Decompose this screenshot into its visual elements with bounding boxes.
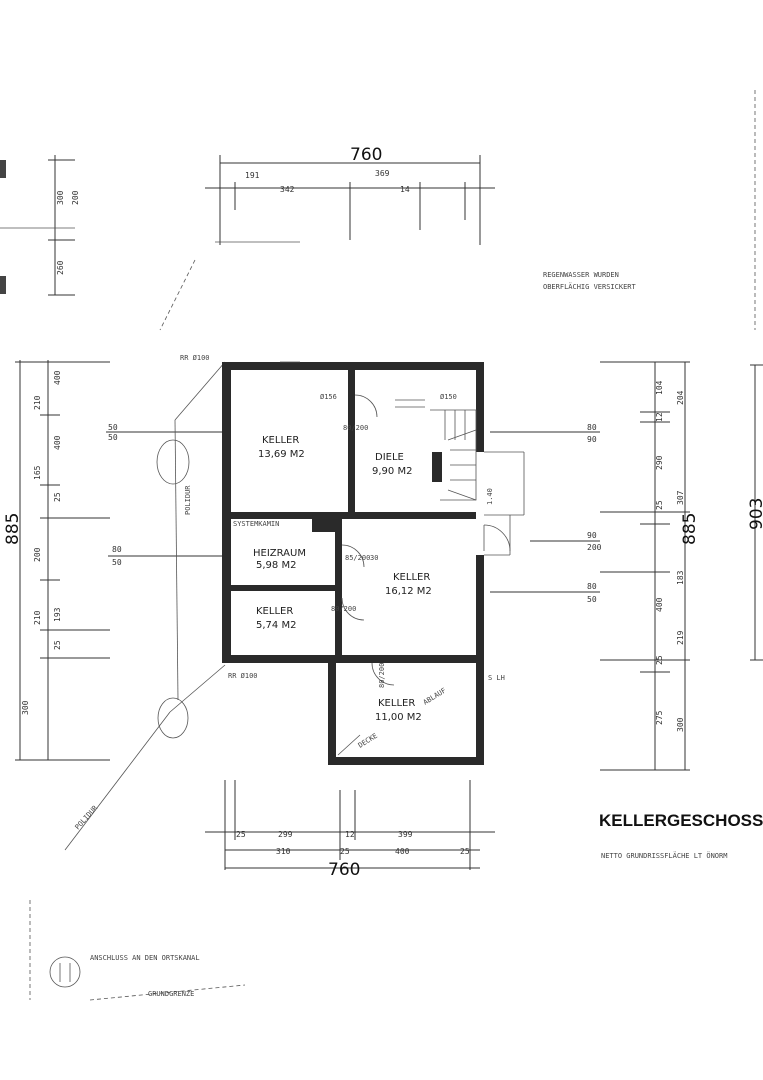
dim-right-5: 25 <box>655 500 664 510</box>
dim-tl-3: 260 <box>56 260 65 275</box>
right-dimensions: 885 104 204 12 290 25 307 183 400 219 25… <box>490 361 763 771</box>
dim-left-7: 193 <box>53 607 62 622</box>
dim-bottom-b4: 25 <box>460 847 470 856</box>
dim-right-far-total: 903 <box>747 498 763 530</box>
dim-win-left-b: 50 <box>108 433 118 442</box>
dim-win-r-a: 80 <box>587 423 597 432</box>
note-connection: ANSCHLUSS AN DEN ORTSKANAL <box>90 954 200 962</box>
dim-win-r-a2: 90 <box>587 435 597 444</box>
plan-subtitle: NETTO GRUNDRISSFLÄCHE LT ÖNORM <box>601 851 727 860</box>
dim-right-4: 290 <box>655 455 664 470</box>
plan-title: KELLERGESCHOSS <box>599 811 763 830</box>
dim-left-8: 25 <box>53 640 62 650</box>
stair: 1.40 <box>430 409 494 505</box>
dim-tl-2: 200 <box>71 190 80 205</box>
dim-right-12: 300 <box>676 717 685 732</box>
dim-left-2: 400 <box>53 435 62 450</box>
label-polidur-2: POLIDUR <box>74 803 100 831</box>
dim-win-r-c2: 50 <box>587 595 597 604</box>
dim-bottom-a1: 25 <box>236 830 246 839</box>
room-2-name: DIELE <box>375 452 404 463</box>
dim-right-6: 307 <box>676 490 685 505</box>
dim-left-5: 200 <box>33 547 42 562</box>
room-3-area: 5,98 M2 <box>256 560 296 571</box>
note-rain-1: REGENWASSER WURDEN <box>543 271 619 279</box>
label-rr-top: RR Ø100 <box>180 354 210 362</box>
dim-bottom-a4: 399 <box>398 830 413 839</box>
label-stair: 1.40 <box>486 488 494 505</box>
label-s-lh: S LH <box>488 674 505 682</box>
frame-mark <box>0 276 6 294</box>
label-door-c: 80/200 <box>378 663 386 688</box>
room-labels: KELLER 13,69 M2 DIELE 9,90 M2 HEIZRAUM 5… <box>253 435 432 723</box>
room-6-area: 11,00 M2 <box>375 712 422 723</box>
room-2-area: 9,90 M2 <box>372 466 412 477</box>
dim-left-9: 300 <box>21 700 30 715</box>
dim-top-sub-4: 14 <box>400 185 410 194</box>
label-rr-bottom: RR Ø100 <box>228 672 258 680</box>
top-dimensions: 760 191 342 369 14 <box>205 145 495 245</box>
label-door-85: 85/200 <box>345 554 370 562</box>
dim-left-3: 165 <box>33 465 42 480</box>
room-4-name: KELLER <box>393 572 430 583</box>
label-window-150: Ø150 <box>440 393 457 401</box>
room-1-area: 13,69 M2 <box>258 449 305 460</box>
label-sill-30: 30 <box>370 554 378 562</box>
dim-left-2b: 400 <box>53 370 62 385</box>
dim-right-10: 25 <box>655 655 664 665</box>
room-1-name: KELLER <box>262 435 299 446</box>
dim-right-total: 885 <box>680 513 700 545</box>
left-dimensions: 885 210 400 400 165 25 200 210 193 25 30… <box>3 360 225 761</box>
dim-right-3: 12 <box>655 412 664 422</box>
dim-left-6: 210 <box>33 610 42 625</box>
dim-bottom-b2: 25 <box>340 847 350 856</box>
dim-left-4: 25 <box>53 492 62 502</box>
dim-bottom-a2: 299 <box>278 830 293 839</box>
dim-tl-1: 300 <box>56 190 65 205</box>
dim-right-1: 104 <box>655 380 664 395</box>
dim-win-r-c: 80 <box>587 582 597 591</box>
window-marks: Ø156 Ø150 <box>280 361 457 408</box>
dim-top-sub-3: 369 <box>375 169 390 178</box>
label-polidur-1: POLIDUR <box>184 485 192 515</box>
dim-right-8: 400 <box>655 597 664 612</box>
dim-bottom-total: 760 <box>328 860 360 880</box>
label-systemkamin: SYSTEMKAMIN <box>233 520 279 528</box>
label-door-b: 80/200 <box>331 605 356 613</box>
room-5-area: 5,74 M2 <box>256 620 296 631</box>
dim-win-left-a: 50 <box>108 423 118 432</box>
dim-bottom-b1: 310 <box>276 847 291 856</box>
dim-bottom-b3: 400 <box>395 847 410 856</box>
dim-right-2: 204 <box>676 390 685 405</box>
dim-left-total: 885 <box>3 513 23 545</box>
dim-right-11: 275 <box>655 710 664 725</box>
room-5-name: KELLER <box>256 606 293 617</box>
label-decke: DECKE <box>357 732 379 750</box>
dim-right-7: 183 <box>676 570 685 585</box>
dim-right-9: 219 <box>676 630 685 645</box>
walls <box>222 362 525 765</box>
label-ablauf: ABLAUF <box>422 687 448 707</box>
dim-top-sub-2: 342 <box>280 185 295 194</box>
label-window-156: Ø156 <box>320 393 337 401</box>
dim-win-r-b2: 200 <box>587 543 602 552</box>
note-boundary: GRUNDGRENZE <box>148 990 194 998</box>
dim-win-left-d: 50 <box>112 558 122 567</box>
frame-mark <box>0 160 6 178</box>
dim-bottom-a3: 12 <box>345 830 355 839</box>
dim-top-sub-1: 191 <box>245 171 260 180</box>
dim-left-1: 210 <box>33 395 42 410</box>
top-left-dimensions: 300 200 260 <box>0 155 80 296</box>
dim-win-left-c: 80 <box>112 545 122 554</box>
dim-top-total: 760 <box>350 145 382 165</box>
label-door-a: 80/200 <box>343 424 368 432</box>
bottom-dimensions: 25 299 12 399 310 25 400 25 760 <box>205 780 495 880</box>
dim-win-r-b: 90 <box>587 531 597 540</box>
doors <box>337 394 511 756</box>
room-3-name: HEIZRAUM <box>253 548 306 559</box>
room-6-name: KELLER <box>378 698 415 709</box>
room-4-area: 16,12 M2 <box>385 586 432 597</box>
note-rain-2: OBERFLÄCHIG VERSICKERT <box>543 282 637 291</box>
